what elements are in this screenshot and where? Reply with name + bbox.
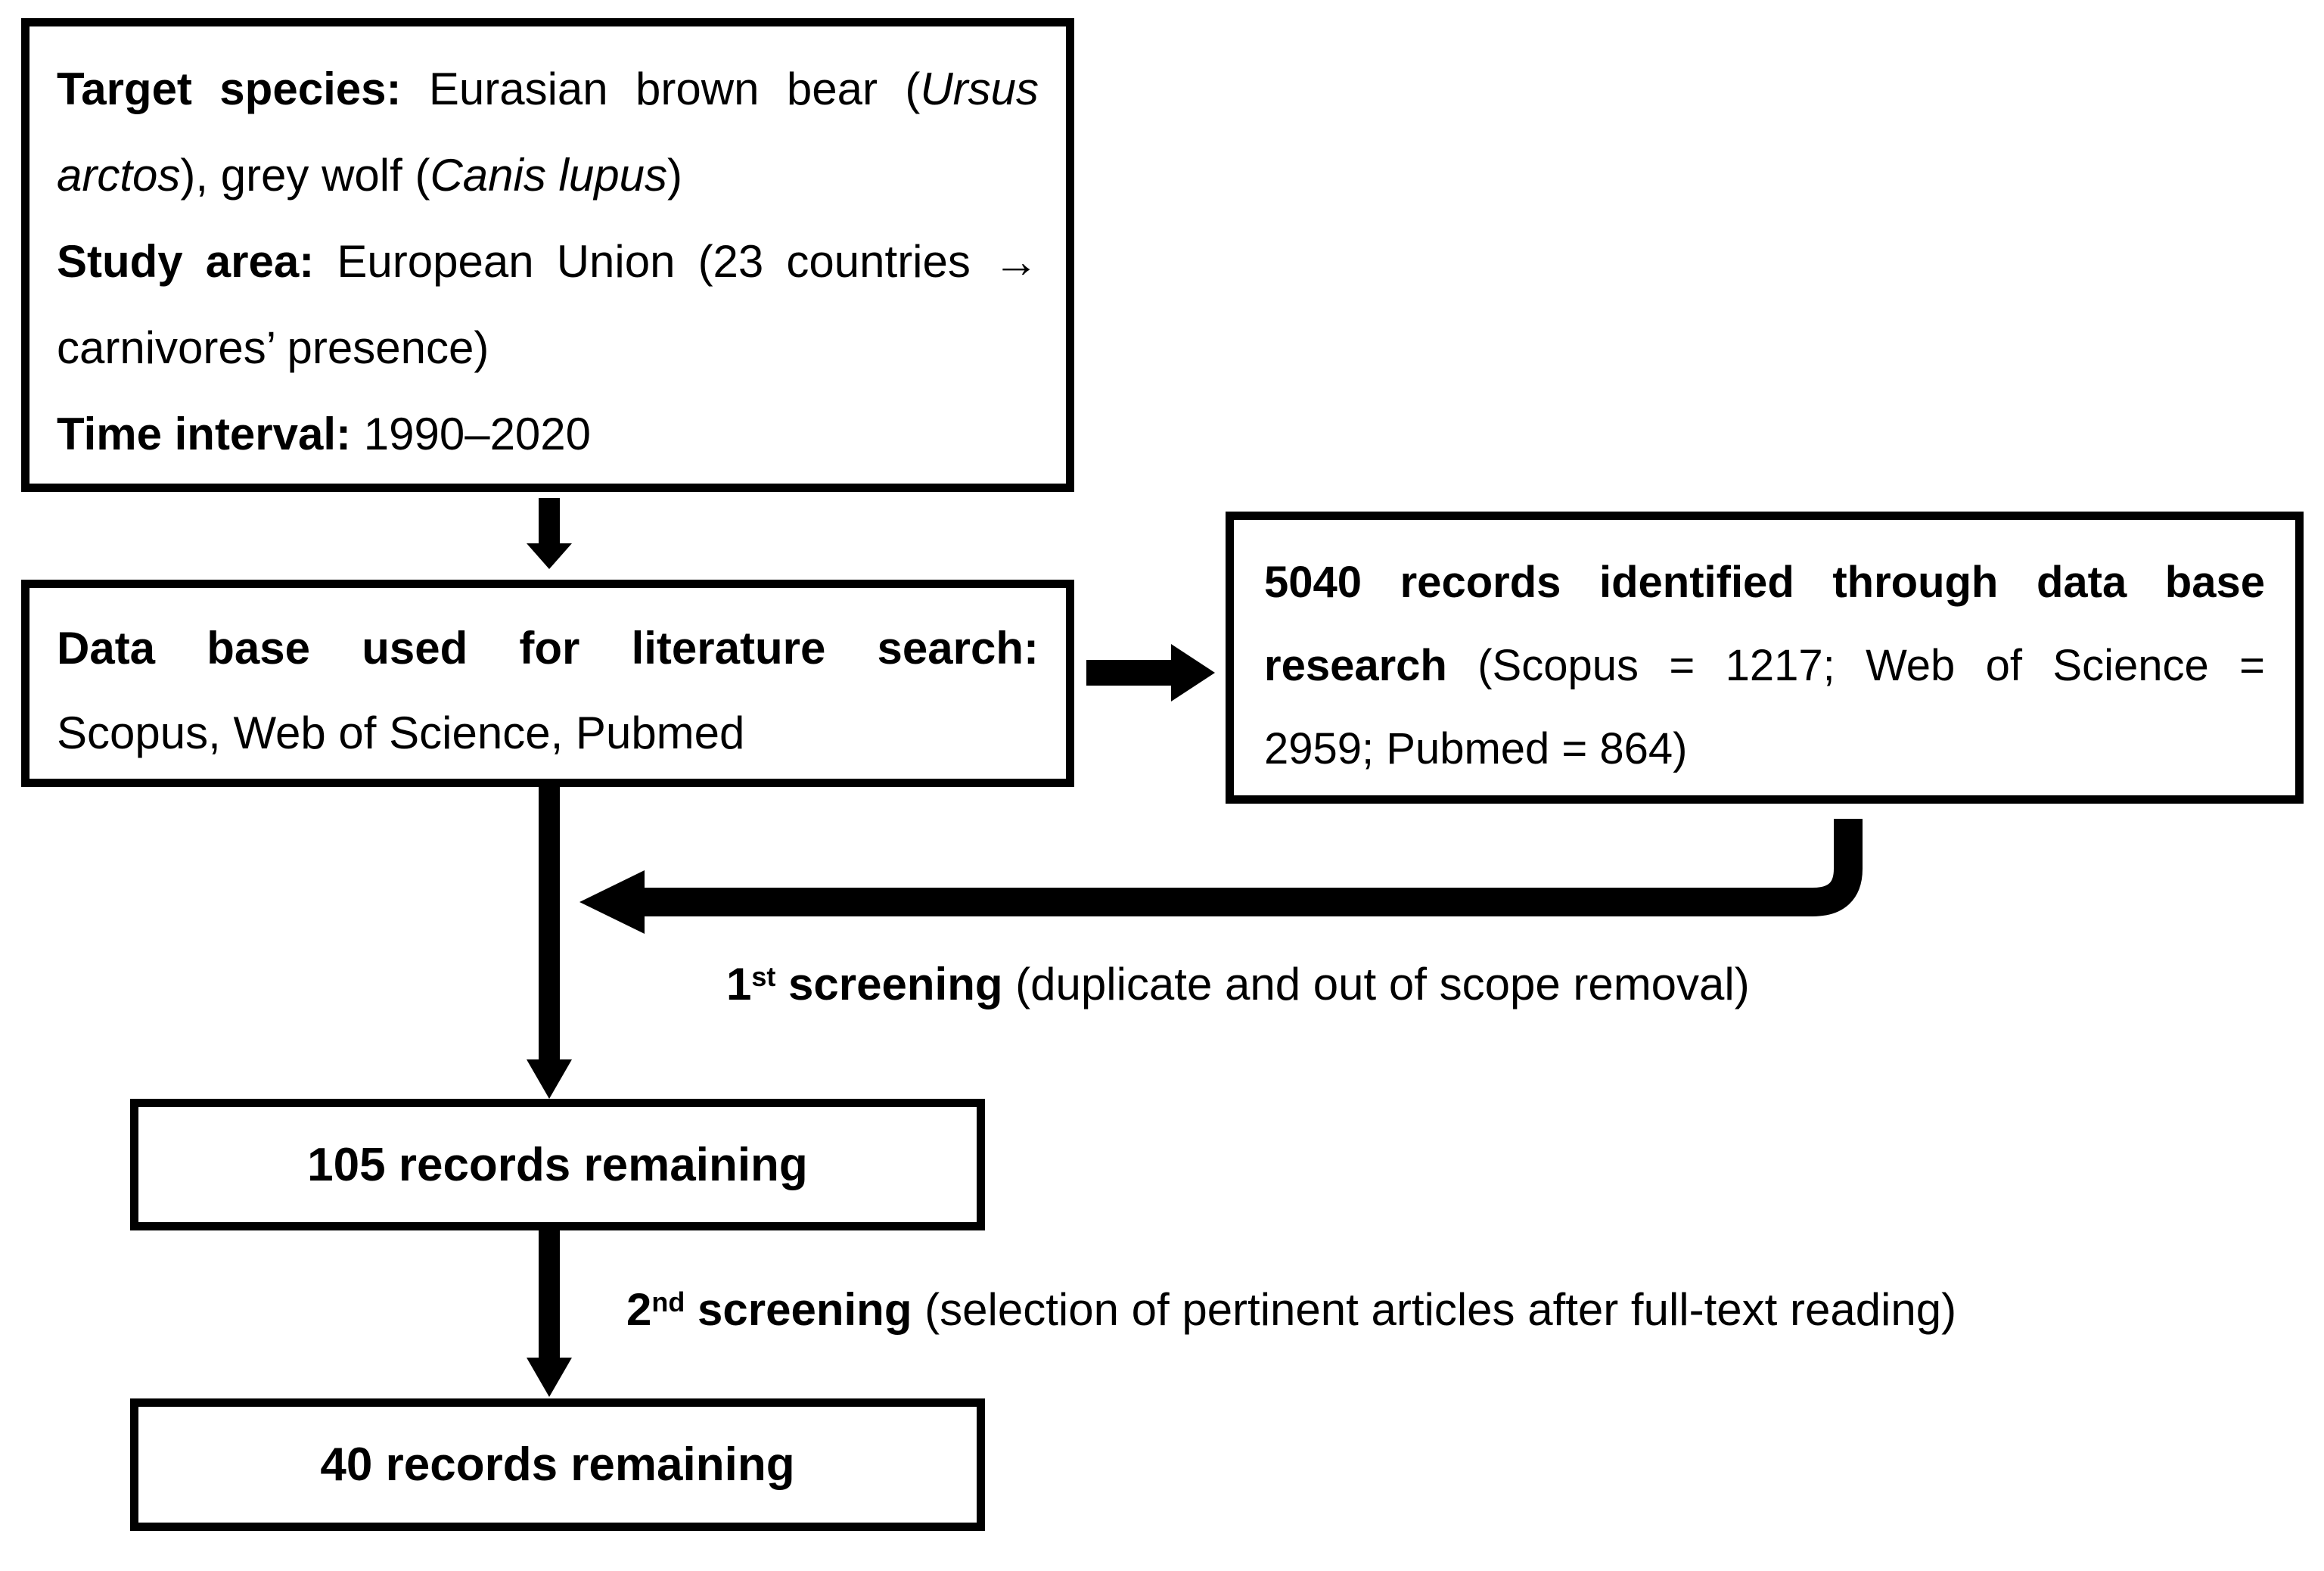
identified-line-2: research (Scopus = 1217; Web of Science …	[1264, 641, 2265, 690]
records-remaining-105-text: 105 records remaining	[307, 1138, 808, 1191]
identified-records-box: 5040 records identified through data bas…	[1226, 512, 2304, 804]
screening-1-label: 1st screening (duplicate and out of scop…	[726, 959, 1750, 1009]
criteria-line-2: arctos), grey wolf (Canis lupus)	[57, 150, 682, 201]
time-interval-label: Time interval:	[57, 409, 352, 459]
study-area-label: Study area:	[57, 236, 315, 287]
records-remaining-40-box: 40 records remaining	[130, 1398, 985, 1531]
records-remaining-40-text: 40 records remaining	[320, 1439, 795, 1491]
database-line-1: Data base used for literature search:	[57, 623, 1039, 674]
down-arrow-1-icon	[527, 498, 572, 569]
screening-2-label: 2nd screening (selection of pertinent ar…	[626, 1284, 1957, 1335]
database-box: Data base used for literature search: Sc…	[21, 580, 1074, 787]
identified-line-1: 5040 records identified through data bas…	[1264, 558, 2265, 607]
criteria-line-1: Target species: Eurasian brown bear (Urs…	[57, 64, 1039, 114]
criteria-line-4: carnivores’ presence)	[57, 322, 489, 373]
criteria-line-3: Study area: European Union (23 countries…	[57, 236, 1039, 287]
identified-line-3: 2959; Pubmed = 864)	[1264, 724, 1688, 773]
database-line-2: Scopus, Web of Science, Pubmed	[57, 708, 745, 758]
criteria-box: Target species: Eurasian brown bear (Urs…	[21, 18, 1074, 492]
down-arrow-3-icon	[527, 1229, 572, 1397]
right-arrow-icon	[1086, 644, 1215, 702]
records-remaining-105-box: 105 records remaining	[130, 1099, 985, 1230]
target-species-label: Target species:	[57, 64, 402, 114]
down-arrow-2-icon	[527, 786, 572, 1099]
return-arrow-icon	[579, 819, 1863, 934]
criteria-line-5: Time interval: 1990–2020	[57, 409, 592, 459]
